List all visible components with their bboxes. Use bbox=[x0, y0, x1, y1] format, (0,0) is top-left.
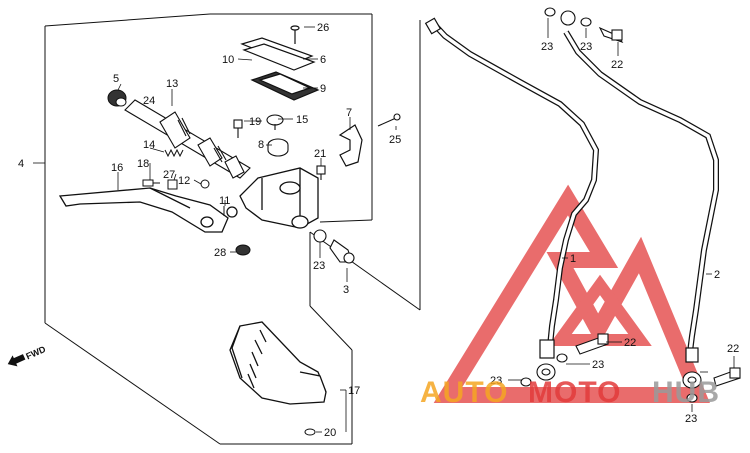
bracket-7 bbox=[338, 124, 363, 167]
brake-hose-1 bbox=[424, 17, 600, 359]
callout-7: 7 bbox=[346, 107, 352, 119]
watermark-part-hub: HUB bbox=[652, 376, 720, 409]
fwd-arrow-icon bbox=[7, 354, 26, 367]
fwd-indicator: FWD bbox=[7, 344, 48, 367]
callout-22-top: 22 bbox=[611, 59, 623, 71]
watermark-triangle-outer bbox=[433, 184, 710, 403]
callout-26: 26 bbox=[317, 22, 329, 34]
callout-6: 6 bbox=[320, 54, 326, 66]
callout-12: 12 bbox=[178, 175, 190, 187]
callout-20: 20 bbox=[324, 427, 336, 439]
master-cylinder bbox=[226, 167, 319, 229]
group-frame bbox=[44, 13, 421, 445]
reservoir-cap bbox=[240, 37, 320, 101]
callout-27: 27 bbox=[163, 169, 175, 181]
callout-labels: 26 10 6 9 5 13 24 19 15 8 7 25 21 4 16 1… bbox=[18, 22, 739, 439]
leader-lines bbox=[33, 18, 735, 433]
callout-23-hose1-left: 23 bbox=[490, 375, 502, 387]
callout-23-hose2: 23 bbox=[685, 413, 697, 425]
banjo-fitting-2 bbox=[682, 367, 741, 403]
watermark-logo bbox=[433, 184, 710, 403]
callout-15: 15 bbox=[296, 114, 308, 126]
callout-28: 28 bbox=[214, 247, 226, 259]
banjo-fitting-1 bbox=[520, 353, 568, 387]
callout-19: 19 bbox=[249, 116, 261, 128]
boot-seal bbox=[107, 89, 127, 107]
callout-23-hose1-right: 23 bbox=[592, 359, 604, 371]
callout-23-top-right: 23 bbox=[580, 41, 592, 53]
callout-4: 4 bbox=[18, 158, 24, 170]
callout-3: 3 bbox=[343, 284, 349, 296]
callout-13: 13 bbox=[166, 78, 178, 90]
callout-11: 11 bbox=[219, 195, 230, 207]
callout-10: 10 bbox=[222, 54, 234, 66]
callout-22-hose1: 22 bbox=[624, 337, 636, 349]
lever-cover bbox=[229, 321, 327, 405]
brake-hose-2 bbox=[563, 30, 719, 363]
callout-1: 1 bbox=[570, 253, 576, 265]
callout-5: 5 bbox=[113, 73, 119, 85]
banjo-fitting-top bbox=[544, 7, 624, 44]
callout-2: 2 bbox=[714, 269, 720, 281]
callout-24: 24 bbox=[143, 95, 155, 107]
watermark-part-auto: AUTO bbox=[420, 376, 508, 409]
screw-26 bbox=[290, 25, 300, 44]
callout-9: 9 bbox=[320, 83, 326, 95]
fwd-label: FWD bbox=[24, 344, 47, 362]
callout-23-master: 23 bbox=[313, 260, 325, 272]
callout-8: 8 bbox=[258, 139, 264, 151]
callout-14: 14 bbox=[143, 139, 155, 151]
lever-hardware bbox=[142, 148, 225, 216]
callout-16: 16 bbox=[111, 162, 123, 174]
bolt-22-hose1 bbox=[575, 333, 609, 355]
callout-21: 21 bbox=[314, 148, 326, 160]
callout-23-top-left: 23 bbox=[541, 41, 553, 53]
nut-28 bbox=[235, 244, 251, 256]
watermark-text: AUTO MOTO HUB bbox=[420, 376, 720, 409]
watermark-part-moto: MOTO bbox=[528, 376, 621, 409]
small-parts-upper bbox=[233, 114, 289, 157]
screw-20 bbox=[304, 428, 316, 436]
banjo-bolt-3 bbox=[313, 229, 355, 264]
callout-22-hose2: 22 bbox=[727, 343, 739, 355]
callout-17: 17 bbox=[348, 385, 360, 397]
callout-18: 18 bbox=[137, 158, 149, 170]
piston-assembly bbox=[124, 99, 251, 179]
callout-25: 25 bbox=[389, 134, 401, 146]
screws-mid bbox=[316, 113, 401, 180]
brake-lever bbox=[58, 187, 229, 233]
